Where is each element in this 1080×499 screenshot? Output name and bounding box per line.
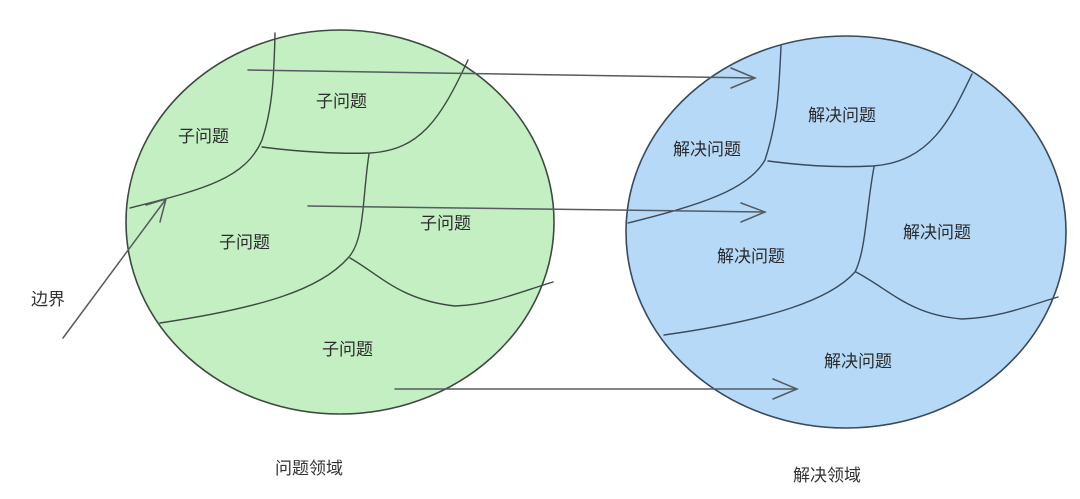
problem-domain: 子问题 子问题 子问题 子问题 子问题 bbox=[125, 29, 555, 415]
solution-label: 解决问题 bbox=[808, 106, 876, 126]
solution-label: 解决问题 bbox=[903, 223, 971, 243]
subproblem-label: 子问题 bbox=[420, 214, 471, 234]
subproblem-label: 子问题 bbox=[322, 340, 373, 360]
subproblem-label: 子问题 bbox=[178, 127, 229, 147]
partition-line bbox=[261, 59, 469, 154]
solution-label: 解决问题 bbox=[673, 140, 741, 160]
arrowhead-icon bbox=[730, 67, 757, 89]
partition-line bbox=[663, 166, 875, 336]
solution-domain: 解决问题 解决问题 解决问题 解决问题 解决问题 bbox=[625, 35, 1067, 429]
solution-domain-circle bbox=[625, 35, 1067, 429]
solution-label: 解决问题 bbox=[717, 247, 785, 267]
subproblem-label: 子问题 bbox=[219, 233, 270, 253]
partition-line bbox=[159, 153, 370, 324]
arrowhead-icon bbox=[772, 378, 799, 400]
boundary-label: 边界 bbox=[31, 290, 65, 310]
arrowhead-icon bbox=[145, 197, 168, 223]
boundary-arrow bbox=[62, 197, 168, 339]
problem-domain-caption: 问题领域 bbox=[275, 459, 343, 479]
mapping-arrow-bottom bbox=[394, 378, 799, 400]
mapping-arrow-top bbox=[247, 67, 757, 89]
arrowhead-icon bbox=[740, 202, 768, 223]
partition-line bbox=[767, 73, 973, 168]
problem-domain-circle bbox=[125, 29, 555, 415]
partition-line bbox=[129, 32, 276, 209]
subproblem-label: 子问题 bbox=[316, 92, 367, 112]
solution-domain-caption: 解决领域 bbox=[793, 466, 861, 486]
partition-line bbox=[349, 257, 554, 307]
solution-label: 解决问题 bbox=[824, 352, 892, 372]
partition-line bbox=[855, 271, 1059, 320]
mapping-arrow-middle bbox=[307, 202, 768, 223]
partition-line bbox=[627, 45, 782, 224]
